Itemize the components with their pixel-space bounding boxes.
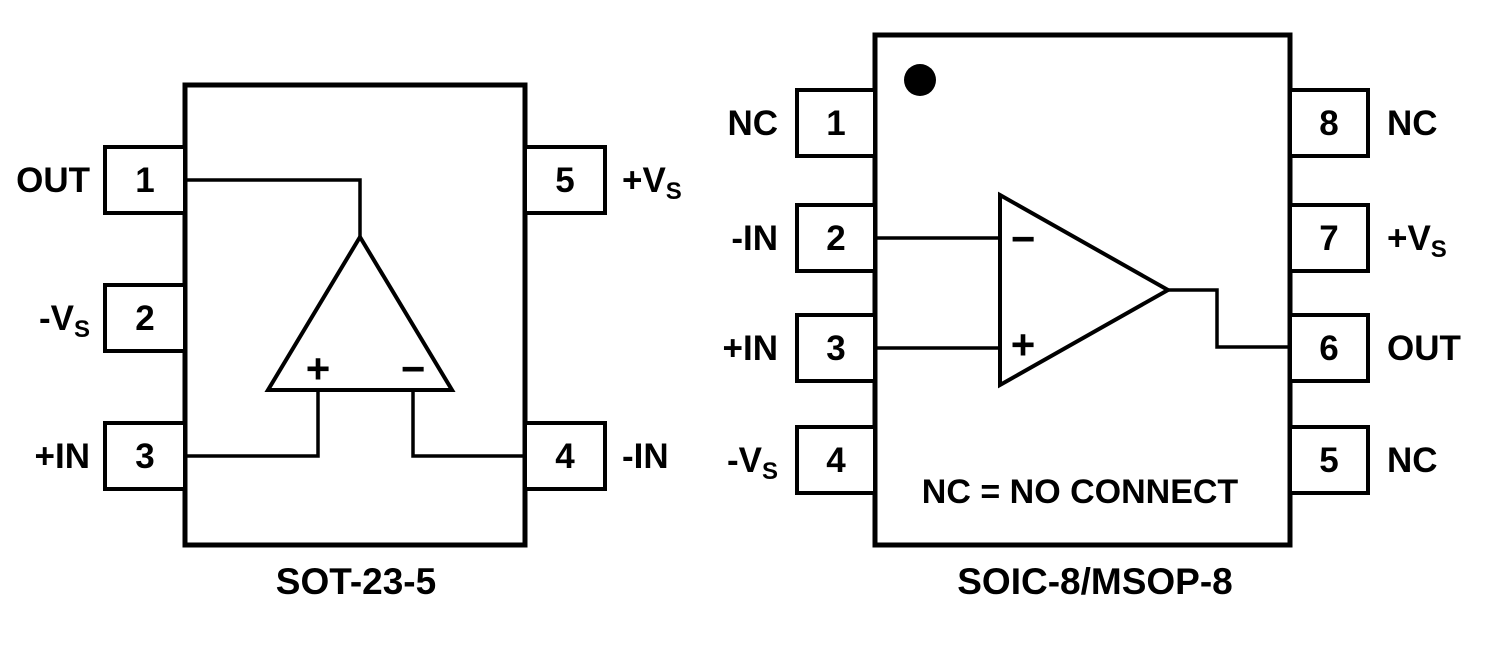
package-soic8-msop8: − + 1 NC 2 -IN 3 +IN 4 -VS 8 NC 7 <box>723 32 1461 602</box>
soic8-pin8-box <box>1288 88 1370 158</box>
pin-label-main: -V <box>727 441 763 480</box>
soic8-pin1-number: 1 <box>826 104 845 143</box>
pin-label-main: -IN <box>731 219 778 258</box>
pin-label-main: +IN <box>723 329 778 368</box>
pin-label-main: NC <box>727 104 778 143</box>
sot23-5-body <box>182 82 528 548</box>
soic8-pin2-number: 2 <box>826 219 845 258</box>
pin-label-main: +IN <box>35 437 90 476</box>
soic8-body <box>872 32 1293 548</box>
nc-note: NC = NO CONNECT <box>922 473 1239 511</box>
soic8-opamp-minus-sign: − <box>1011 215 1036 262</box>
soic8-pin2-box <box>795 203 877 273</box>
pin-label-main: -V <box>39 299 75 338</box>
sot23-5-wire-noninverting-input <box>185 390 320 458</box>
pin-label-sub: S <box>1431 236 1447 263</box>
sot23-5-opamp-minus-sign: − <box>401 345 426 392</box>
sot23-5-pin4-number: 4 <box>555 437 575 476</box>
soic8-opamp-plus-sign: + <box>1011 321 1036 368</box>
sot23-5-pin4-box <box>523 421 607 491</box>
pin-label-sub: S <box>74 316 90 343</box>
sot23-5-opamp-triangle <box>264 233 456 392</box>
soic8-pin1-box <box>795 88 877 158</box>
package-sot23-5: + − 1 OUT 2 -VS 3 +IN 5 +VS 4 -IN SOT-23… <box>16 82 682 602</box>
sot23-5-pin2-label: -VS <box>39 299 90 343</box>
pin-label-sub: S <box>666 178 682 205</box>
sot23-5-pin5-number: 5 <box>555 161 574 200</box>
pin-label-main: OUT <box>1387 329 1461 368</box>
sot23-5-pin4-label: -IN <box>622 437 669 476</box>
sot23-5-pin1-number: 1 <box>135 161 154 200</box>
soic8-pin5-label: NC <box>1387 441 1438 480</box>
soic8-pin4-number: 4 <box>826 441 846 480</box>
sot23-5-pin3-number: 3 <box>135 437 154 476</box>
soic8-caption: SOIC-8/MSOP-8 <box>957 561 1233 602</box>
soic8-pin5-box <box>1288 425 1370 495</box>
sot23-5-pin3-box <box>103 421 187 491</box>
soic8-pin7-number: 7 <box>1319 219 1338 258</box>
sot23-5-wire-inverting-input <box>411 390 525 458</box>
soic8-pin4-label: -VS <box>727 441 778 485</box>
sot23-5-wire-output <box>185 178 362 237</box>
soic8-pin8-number: 8 <box>1319 104 1338 143</box>
pin-label-main: OUT <box>16 161 90 200</box>
sot23-5-pin5-box <box>523 145 607 215</box>
soic8-pin3-number: 3 <box>826 329 845 368</box>
soic8-pin6-label: OUT <box>1387 329 1461 368</box>
sot23-5-pin2-box <box>103 283 187 353</box>
sot23-5-pin1-label: OUT <box>16 161 90 200</box>
soic8-pin4-box <box>795 425 877 495</box>
soic8-wire-output <box>1168 288 1290 349</box>
soic8-pin8-label: NC <box>1387 104 1438 143</box>
pin-label-sub: S <box>762 458 778 485</box>
soic8-pin7-box <box>1288 203 1370 273</box>
pin-label-main: NC <box>1387 104 1438 143</box>
soic8-pin6-number: 6 <box>1319 329 1338 368</box>
pin-label-main: -IN <box>622 437 669 476</box>
soic8-pin6-box <box>1288 313 1370 383</box>
pin1-indicator-dot <box>904 64 936 96</box>
pin-label-main: +V <box>1387 219 1431 258</box>
sot23-5-pin2-number: 2 <box>135 299 154 338</box>
soic8-pin5-number: 5 <box>1319 441 1338 480</box>
pin-label-main: NC <box>1387 441 1438 480</box>
soic8-pin1-label: NC <box>727 104 778 143</box>
soic8-pin3-box <box>795 313 877 383</box>
soic8-opamp-triangle <box>998 191 1173 389</box>
sot23-5-pin1-box <box>103 145 187 215</box>
soic8-pin7-label: +VS <box>1387 219 1447 263</box>
sot23-5-opamp-plus-sign: + <box>306 345 331 392</box>
soic8-pin3-label: +IN <box>723 329 778 368</box>
pin-label-main: +V <box>622 161 666 200</box>
sot23-5-pin5-label: +VS <box>622 161 682 205</box>
sot23-5-caption: SOT-23-5 <box>276 561 436 602</box>
sot23-5-pin3-label: +IN <box>35 437 90 476</box>
soic8-pin2-label: -IN <box>731 219 778 258</box>
